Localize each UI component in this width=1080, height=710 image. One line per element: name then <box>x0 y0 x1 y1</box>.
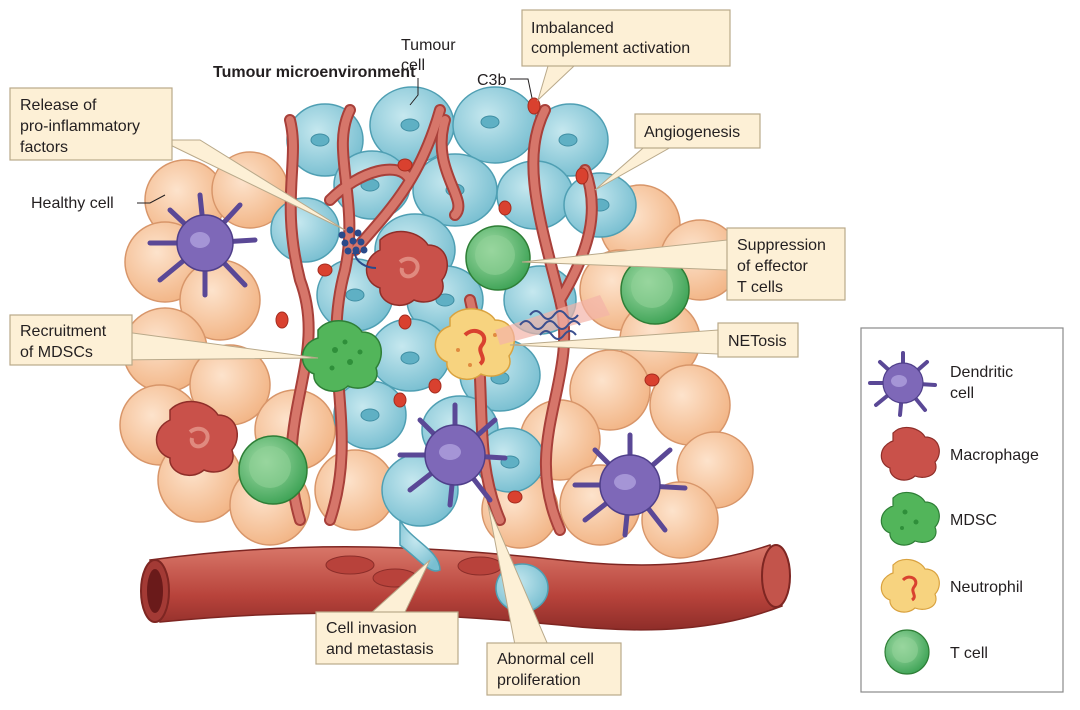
pro-inflammatory-factors <box>338 226 377 269</box>
callout-angiogenesis: Angiogenesis <box>644 124 740 141</box>
callout-invasion: Cell invasion and metastasis <box>326 620 434 658</box>
angiogenic-vessels <box>284 104 598 536</box>
callout-line: Release of <box>20 97 97 114</box>
callout-line: Angiogenesis <box>644 124 740 141</box>
tumour-cell-label: cell <box>401 57 425 74</box>
callout-line: pro-inflammatory <box>20 118 140 135</box>
c3b-label: C3b <box>477 72 506 89</box>
neutrophil-icon <box>880 558 940 613</box>
callout-netosis: NETosis <box>728 333 787 350</box>
callout-line: Cell invasion <box>326 620 417 637</box>
dendritic-cell <box>147 192 258 298</box>
legend-item-neutrophil: Neutrophil <box>880 558 1023 613</box>
callout-line: of effector <box>737 258 809 275</box>
callout-line: proliferation <box>497 672 581 689</box>
t-cell-icon <box>884 629 930 675</box>
legend-label: Dendritic <box>950 364 1013 381</box>
callout-line: and metastasis <box>326 641 434 658</box>
callout-recruitment: Recruitment of MDSCs <box>20 323 107 361</box>
callout-line: complement activation <box>531 40 690 57</box>
dendritic-cell <box>397 402 508 508</box>
legend-label: Macrophage <box>950 447 1039 464</box>
t-cell <box>620 255 690 325</box>
legend-item-macrophage: Macrophage <box>880 426 1039 481</box>
mdsc <box>301 320 382 392</box>
net-strands <box>495 295 610 345</box>
macrophage <box>365 230 448 306</box>
t-cell <box>238 435 308 505</box>
callout-boxes <box>9 9 846 696</box>
label-leaders <box>137 78 533 204</box>
dendritic-cell <box>572 432 688 538</box>
tumour-cell-label: Tumour <box>401 37 456 54</box>
callout-suppression: Suppression of effector T cells <box>737 237 826 296</box>
neutrophil <box>434 308 515 380</box>
callout-line: Recruitment <box>20 323 107 340</box>
legend-label: Neutrophil <box>950 579 1023 596</box>
legend-item-mdsc: MDSC <box>880 491 997 546</box>
callout-line: Suppression <box>737 237 826 254</box>
callout-imbalanced-complement: Imbalanced complement activation <box>531 20 690 57</box>
legend-label: T cell <box>950 645 988 662</box>
dendritic-cell-icon <box>868 351 937 417</box>
diagram-labels: Tumour microenvironment Tumour cell C3b … <box>31 37 506 212</box>
callout-line: NETosis <box>728 333 787 350</box>
callout-line: T cells <box>737 279 783 296</box>
callout-pro-inflammatory: Release of pro-inflammatory factors <box>20 97 140 156</box>
macrophage-icon <box>880 426 940 481</box>
legend-item-dendritic-cell: Dendritic cell <box>868 351 1013 417</box>
healthy-cell-label: Healthy cell <box>31 195 114 212</box>
legend: Dendritic cell Macrophage MDSC Neutrophi… <box>860 327 1064 693</box>
callout-line: Abnormal cell <box>497 651 594 668</box>
callout-line: Imbalanced <box>531 20 614 37</box>
title-line: Tumour microenvironment <box>213 64 416 81</box>
mdsc-icon <box>880 491 940 546</box>
callout-proliferation: Abnormal cell proliferation <box>497 651 594 689</box>
t-cell <box>465 225 531 291</box>
legend-label: cell <box>950 385 974 402</box>
callout-line: of MDSCs <box>20 344 93 361</box>
macrophage <box>155 400 238 476</box>
blood-vessel <box>140 544 791 631</box>
legend-label: MDSC <box>950 512 997 529</box>
legend-item-t-cell: T cell <box>884 629 988 675</box>
callout-line: factors <box>20 139 68 156</box>
